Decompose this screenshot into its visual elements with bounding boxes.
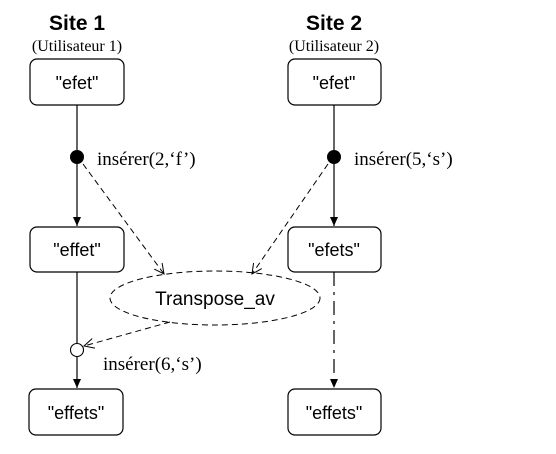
site1-state-2: "effet" <box>29 226 125 273</box>
transform-input-2-arrow <box>252 163 329 274</box>
site1-title: Site 1 <box>49 12 105 35</box>
site1-subtitle: (Utilisateur 1) <box>32 38 122 55</box>
site2-op-1-label: insérer(5,‘s’) <box>354 149 453 170</box>
site1-op-2-label: insérer(6,‘s’) <box>103 354 202 375</box>
site2-subtitle: (Utilisateur 2) <box>289 38 379 55</box>
site2-op-1-dot <box>327 150 341 164</box>
site1-op-1-label: insérer(2,‘f’) <box>97 149 196 170</box>
site2-state-3: "effets" <box>287 388 382 436</box>
transform-output-arrow <box>84 321 171 346</box>
site1-op-1-dot <box>70 150 84 164</box>
site2-state-1: "efet" <box>287 58 382 106</box>
site1-state-3-label: "effets" <box>48 403 104 423</box>
site2-title: Site 2 <box>306 12 362 35</box>
site1-state-2-label: "effet" <box>53 240 100 260</box>
site2-state-2: "efets" <box>287 226 382 273</box>
transform-input-1-arrow <box>82 163 164 274</box>
site1-state-3: "effets" <box>28 388 124 436</box>
site2-state-1-label: "efet" <box>313 73 356 93</box>
site2-state-2-label: "efets" <box>308 240 360 260</box>
site1-op-2-dot <box>69 342 85 358</box>
transform-label: Transpose_av <box>155 289 275 310</box>
site1-state-1: "efet" <box>29 58 125 106</box>
site1-state-1-label: "efet" <box>56 73 99 93</box>
transform-node: Transpose_av <box>109 270 321 326</box>
site2-state-3-label: "effets" <box>306 403 362 423</box>
